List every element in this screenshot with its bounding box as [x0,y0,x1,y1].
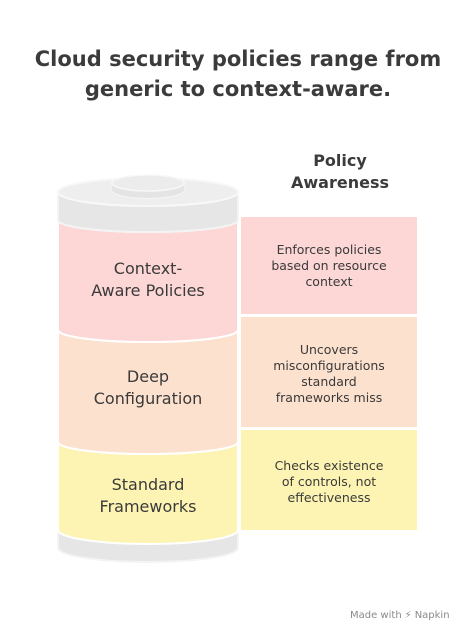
desc-box-context-aware [239,215,419,316]
desc-line: Checks existence [274,458,384,473]
title-line-1: Cloud security policies range from [34,47,442,71]
layer-label-line: Aware Policies [91,281,205,300]
desc-line: of controls, not [281,474,377,489]
layer-label-standard-frameworks: Standard Frameworks [62,474,234,518]
layer-label-line: Deep [126,367,170,386]
desc-line: frameworks miss [275,390,383,405]
desc-line: Uncovers [299,342,359,357]
desc-line: misconfigurations [273,358,385,373]
desc-line: based on resource [271,258,387,273]
layer-label-context-aware: Context- Aware Policies [62,258,234,302]
desc-line: standard [301,374,357,389]
desc-line: context [305,274,353,289]
diagram-title: Cloud security policies range from gener… [0,44,476,104]
desc-standard-frameworks: Checks existence of controls, not effect… [240,458,418,506]
layer-label-line: Context- [113,259,183,278]
layer-label-line: Frameworks [99,497,197,516]
napkin-logo-icon: ⚡ [404,610,412,621]
desc-context-aware: Enforces policies based on resource cont… [240,242,418,290]
layer-label-line: Standard [111,475,185,494]
axis-label-line-1: Policy [313,151,367,170]
desc-line: Enforces policies [276,242,382,257]
layer-label-line: Configuration [93,389,203,408]
desc-line: effectiveness [287,490,371,505]
axis-label: Policy Awareness [260,150,420,194]
desc-box-standard-frameworks [239,428,419,532]
footer-attribution: Made with ⚡ Napkin [350,610,450,621]
axis-label-line-2: Awareness [291,173,389,192]
cylinder-knob-top [111,174,185,192]
title-line-2: generic to context-aware. [84,77,392,101]
brand-name: Napkin [414,610,450,621]
desc-deep-configuration: Uncovers misconfigurations standard fram… [240,342,418,406]
made-with-text: Made with [350,610,402,621]
layer-label-deep-configuration: Deep Configuration [62,366,234,410]
